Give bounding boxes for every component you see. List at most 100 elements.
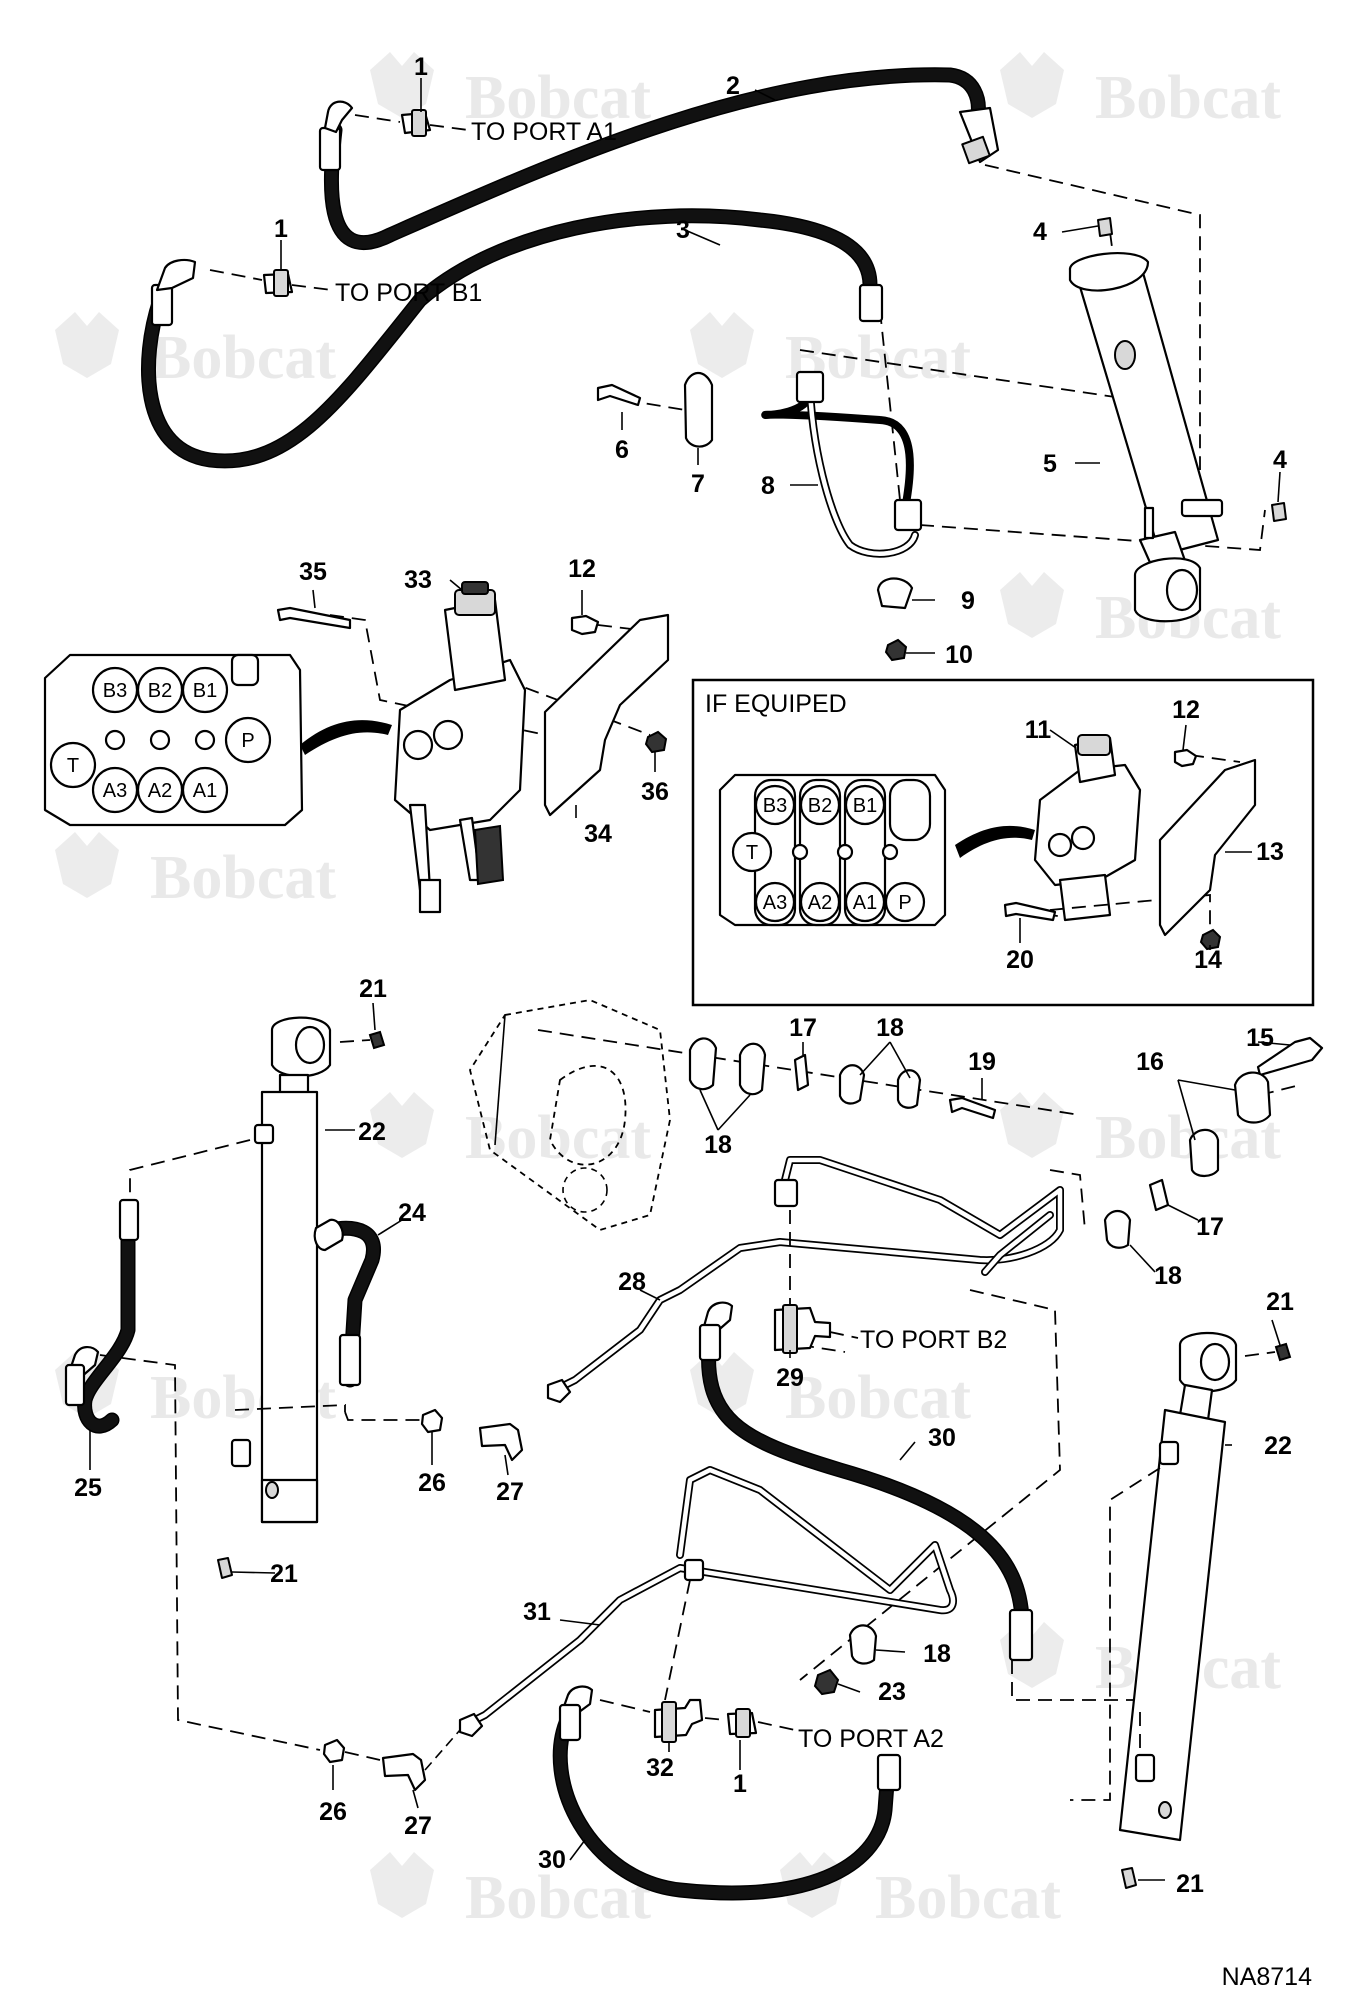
watermark-2: Bobcat (1000, 52, 1281, 132)
clamp-18 (896, 1069, 922, 1109)
inset-plug (836, 843, 854, 861)
port-t (49, 741, 97, 789)
valve-port-face: B3 B2 B1 T P A3 A2 A1 (43, 653, 304, 827)
hose-fitting (338, 1333, 362, 1387)
bobcat-logo-icon (1000, 52, 1064, 118)
leader (684, 229, 721, 246)
cylinder-5-pin (1143, 506, 1155, 540)
valve-33-coil (473, 824, 505, 886)
cylinder-22-port (1158, 1801, 1172, 1819)
valve-11-cap (1077, 734, 1111, 756)
port-p-label: P (241, 730, 254, 752)
watermark-4: Bobcat (690, 312, 971, 392)
leader (899, 1441, 916, 1461)
cylinder-22-fitting (1134, 1753, 1156, 1783)
cylinder-22-left (230, 1016, 332, 1524)
grease-fitting-21 (1121, 1867, 1137, 1889)
hose-2-core (325, 68, 985, 249)
nut-26 (322, 1738, 346, 1764)
port-a1-label: A1 (193, 780, 217, 802)
dash-line (1189, 754, 1241, 763)
valve-33-port (402, 729, 434, 761)
inset-port-a3-label: A3 (763, 892, 787, 914)
dash-line (757, 1721, 796, 1731)
bolt-12 (570, 614, 600, 636)
dash-line (429, 124, 469, 131)
callout-1: 1 (733, 1770, 747, 1798)
dash-line (329, 614, 571, 741)
elbow-fitting (155, 258, 197, 292)
port-b3-label: B3 (103, 680, 127, 702)
leader (1129, 1244, 1156, 1273)
leader (1182, 724, 1187, 751)
bobcat-logo-icon (55, 832, 119, 898)
callout-4: 4 (1033, 218, 1047, 246)
callout-24: 24 (398, 1199, 426, 1227)
leader (754, 89, 776, 101)
watermark-10: Bobcat (690, 1352, 971, 1432)
callout-14: 14 (1194, 946, 1222, 974)
callout-28: 28 (618, 1268, 646, 1296)
elbow-fitting-27 (381, 1752, 427, 1792)
cylinder-22-fitting (230, 1438, 252, 1468)
tube-28-inner (552, 1157, 1063, 1393)
leader (717, 1094, 751, 1131)
to-port-b2-label: TO PORT B2 (860, 1326, 1007, 1354)
elbow-fitting-27 (478, 1422, 524, 1462)
valve-33 (393, 581, 527, 914)
tube-8-fitting (893, 498, 923, 532)
bolt-19 (948, 1096, 997, 1120)
bracket-34 (543, 613, 670, 817)
leader (1271, 1319, 1281, 1346)
inset-plug (881, 843, 899, 861)
callout-27: 27 (404, 1812, 432, 1840)
bolt-35 (276, 606, 352, 630)
tube-8 (761, 374, 914, 514)
cylinder-22-fitting (1158, 1440, 1180, 1466)
watermark-text: Bobcat (465, 64, 651, 132)
hose-fitting (698, 1323, 722, 1362)
callout-30: 30 (928, 1424, 956, 1452)
clamp-18 (688, 1037, 718, 1091)
tube-31-tee (683, 1558, 705, 1582)
dash-line (339, 1039, 371, 1043)
leader (372, 1002, 376, 1031)
callout-21: 21 (270, 1560, 298, 1588)
bobcat-logo-icon (370, 1852, 434, 1918)
clamp-16 (1188, 1128, 1220, 1178)
callout-17: 17 (789, 1014, 817, 1042)
dash-line (344, 1751, 381, 1761)
hose-fitting (1008, 1608, 1034, 1662)
cylinder-22-barrel (1118, 1408, 1227, 1842)
inset-if-equipped: IF EQUIPED B3 B2 B1 T A3 A2 A1 P (691, 678, 1315, 1007)
valve-11 (1033, 734, 1142, 922)
callout-26: 26 (418, 1469, 446, 1497)
inset-port-t-label: T (746, 842, 758, 864)
bolt-6 (596, 383, 642, 407)
clamp-7 (683, 371, 714, 448)
callout-20: 20 (1006, 946, 1034, 974)
valve-11-port (1070, 825, 1096, 851)
port-a3-label: A3 (103, 780, 127, 802)
leader (1167, 1204, 1199, 1221)
inset-port-b2-label: B2 (808, 795, 832, 817)
leader (1277, 471, 1281, 503)
callout-19: 19 (968, 1048, 996, 1076)
mount-plate-cutout (549, 1065, 627, 1166)
callout-35: 35 (299, 558, 327, 586)
callout-1: 1 (274, 215, 288, 243)
tube-8-line-inner (807, 377, 918, 556)
hose-fitting (961, 135, 991, 165)
mount-plate-outline (469, 999, 671, 1231)
hose-fitting (318, 126, 342, 172)
dash-line (234, 1404, 346, 1412)
inset-port-p (884, 881, 926, 923)
callout-34: 34 (584, 820, 612, 848)
callout-18: 18 (876, 1014, 904, 1042)
clamp-9 (876, 577, 914, 610)
port-labels: TO PORT A1 TO PORT B1 TO PORT B2 TO PORT… (335, 118, 1007, 1753)
bobcat-logo-icon (55, 312, 119, 378)
cylinder-5 (1068, 252, 1224, 623)
